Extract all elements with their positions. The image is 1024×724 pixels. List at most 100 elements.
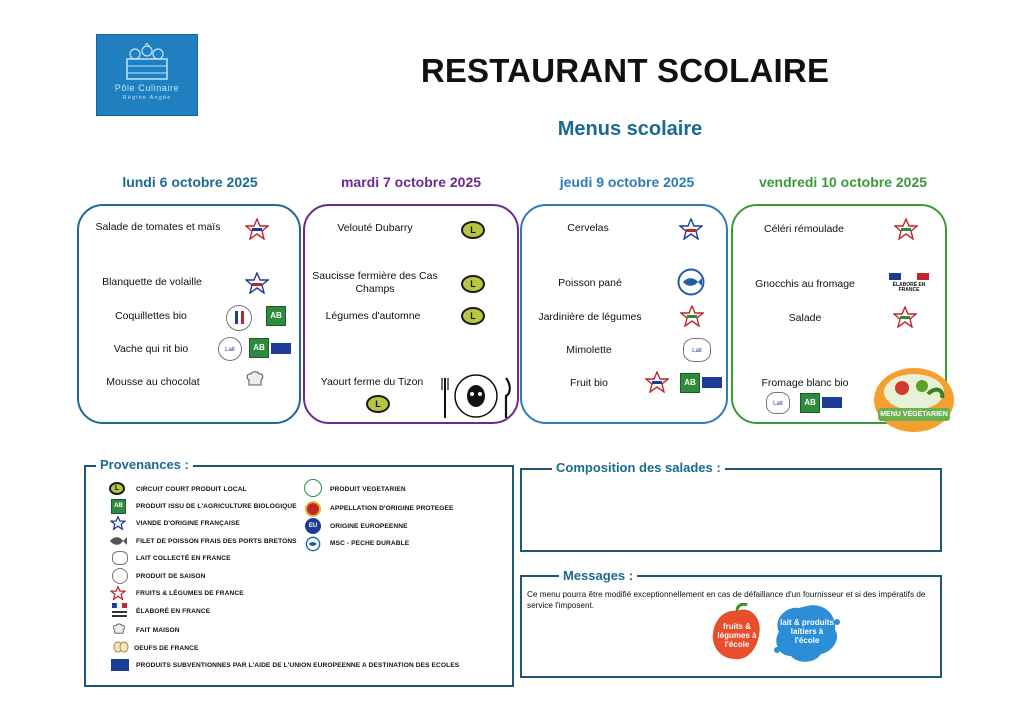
menu-item: Saucisse fermière des Cas Champs [312,270,438,295]
legend-label: LAIT COLLECTÉ EN FRANCE [136,555,231,562]
legend-label: ORIGINE EUROPEENNE [330,523,408,530]
local-product-icon: L [109,482,125,495]
du-pre-a-l-assiette-logo [440,370,512,422]
legend-label: PRODUIT DE SAISON [136,573,206,580]
menu-item: Coquillettes bio [115,310,187,322]
eu-flag-icon [111,659,129,671]
eu-flag-icon [702,377,722,388]
menu-item: Céléri rémoulade [764,223,844,235]
local-product-icon: L [461,307,485,325]
ab-bio-icon: AB [111,499,126,514]
legend-label: APPELLATION D'ORIGINE PROTEGEE [330,505,454,512]
elabore-en-france-icon: ÉLABORÉ EN FRANCE [889,273,929,293]
ab-bio-icon: AB [680,373,700,393]
lait-produits-laitiers-ecole-label: lait & produits laitiers à l'école [780,618,834,645]
legend-label: VIANDE D'ORIGINE FRANÇAISE [136,520,240,527]
lait-france-icon [112,551,128,565]
legend-label: FAIT MAISON [136,627,180,634]
logo-line-1: Pôle Culinaire [114,83,180,93]
ab-bio-icon: AB [249,338,269,358]
menu-box-monday [77,204,301,424]
fruits-legumes-ecole-logo: fruits & légumes à l'école [707,602,767,663]
messages-title: Messages : [559,568,638,583]
viande-france-star-icon [244,271,270,295]
day-header-thursday: jeudi 9 octobre 2025 [559,174,695,190]
lait-france-icon: Lait [683,338,711,362]
france-fruits-star-icon [892,305,918,329]
composition-box [520,468,942,552]
fish-icon [108,534,128,546]
eu-flag-icon [822,397,842,408]
svg-text:Lait: Lait [773,401,783,407]
legend-label: PRODUITS SUBVENTIONNES PAR L'AIDE DE L'U… [136,662,460,669]
menu-item: Gnocchis au fromage [755,278,855,290]
provenances-box [84,465,514,687]
svg-text:Lait: Lait [225,347,235,353]
provenances-title: Provenances : [96,457,193,472]
msc-fish-icon [305,536,321,552]
menu-item: Salade de tomates et maïs [95,221,221,233]
menu-item: Blanquette de volaille [102,276,202,288]
menu-item: Mousse au chocolat [106,376,200,388]
day-header-friday: vendredi 10 octobre 2025 [758,174,928,190]
day-header-tuesday: mardi 7 octobre 2025 [340,174,482,190]
lait-france-icon: Lait [766,392,790,414]
menu-item: Poisson pané [558,277,622,289]
menu-item: Velouté Dubarry [337,222,413,234]
menu-item: Légumes d'automne [325,310,421,322]
viande-france-star-icon [109,515,127,531]
viande-france-star-icon [678,217,704,241]
menu-item: Mimolette [566,344,612,356]
legend-label: FRUITS & LÉGUMES DE FRANCE [136,590,244,597]
local-product-icon: L [461,275,485,293]
menu-item: Fruit bio [570,377,608,389]
menu-item: Cervelas [567,222,609,234]
composition-title: Composition des salades : [552,460,725,475]
menu-vegetarien-label: MENU VÉGÉTARIEN [880,411,948,418]
menu-vegetarien-logo: MENU VÉGÉTARIEN [872,366,956,436]
saison-icon [112,568,128,584]
legend-label: PRODUIT ISSU DE L'AGRICULTURE BIOLOGIQUE [136,503,297,510]
lait-france-icon: Lait [218,337,242,361]
elabore-en-france-icon [112,602,128,619]
page-subtitle: Menus scolaire [557,118,703,140]
elabore-label: ÉLABORÉ EN FRANCE [892,282,926,293]
vegetable-crate-icon [126,43,168,80]
france-fruits-star-icon [679,304,705,328]
lait-produits-laitiers-ecole-logo: lait & produits laitiers à l'école [771,600,843,666]
legend-label: OEUFS DE FRANCE [134,645,199,652]
menu-item: Salade [788,312,822,324]
legend-label: MSC - PECHE DURABLE [330,540,410,547]
vegetarien-icon [304,479,322,497]
fruits-legumes-ecole-label: fruits & légumes à l'école [717,622,757,649]
ble-france-icon [226,305,252,331]
france-fruits-star-icon [109,585,127,601]
legend-label: FILET DE POISSON FRAIS DES PORTS BRETONS [136,538,297,545]
menu-item: Jardinière de légumes [538,311,642,323]
france-fruits-star-icon [244,217,270,241]
menu-item: Fromage blanc bio [761,377,849,389]
legend-label: PRODUIT VEGETARIEN [330,486,406,493]
local-product-icon: L [461,221,485,239]
logo-line-2: Régine Angée [122,95,172,101]
local-product-icon: L [366,395,390,413]
legend-label: CIRCUIT COURT PRODUIT LOCAL [136,486,247,493]
msc-fish-icon [676,268,706,296]
pole-culinaire-logo: Pôle Culinaire Régine Angée [96,34,198,116]
menu-item: Vache qui rit bio [113,343,189,355]
svg-text:Lait: Lait [692,348,702,354]
ab-bio-icon: AB [800,393,820,413]
oeufs-icon [112,638,130,654]
eu-flag-icon [271,343,291,354]
messages-box [520,575,942,678]
chef-hat-icon [111,622,127,636]
eu-origin-icon: EU [305,518,321,534]
viande-france-star-icon [644,370,670,394]
ab-bio-icon: AB [266,306,286,326]
messages-text: Ce menu pourra être modifié exceptionnel… [527,590,926,610]
legend-label: ÉLABORÉ EN FRANCE [136,608,211,615]
chef-hat-icon [245,369,265,389]
page-title: RESTAURANT SCOLAIRE [420,52,830,89]
aop-icon [305,501,321,517]
menu-item: Yaourt ferme du Tizon [320,376,424,388]
